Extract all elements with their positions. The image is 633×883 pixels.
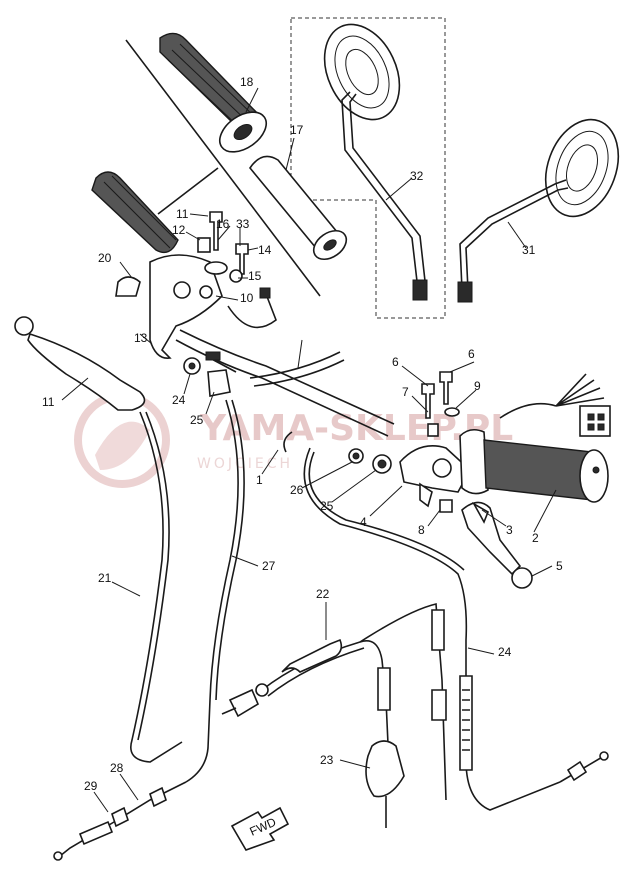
cable-27 xyxy=(185,399,239,783)
cable-21 xyxy=(130,411,183,763)
mirror-kit-boundary xyxy=(290,17,446,319)
wire-33 xyxy=(249,351,341,379)
callout-18: 17 xyxy=(290,123,304,137)
callout-2: 2 xyxy=(532,531,539,545)
watermark-subtext: WOJCIECH xyxy=(197,456,293,472)
callout-17: 16 xyxy=(216,217,230,231)
small-parts-left xyxy=(197,211,277,329)
callout-6-right: 6 xyxy=(468,347,475,361)
cable-joint xyxy=(221,683,269,718)
callout-20: 20 xyxy=(98,251,112,265)
callout-24: 24 xyxy=(498,645,512,659)
grip-group-leader xyxy=(157,167,219,215)
callout-11: 11 xyxy=(42,395,55,409)
callout-12: 11 xyxy=(176,207,189,221)
callout-26-lower: 26 xyxy=(290,483,304,497)
callout-25-upper: 24 xyxy=(172,393,186,407)
callout-23: 23 xyxy=(320,753,334,767)
callout-26-upper: 25 xyxy=(190,413,204,427)
callout-29: 29 xyxy=(84,779,98,793)
callout-19: 18 xyxy=(240,75,254,89)
adjusters-upper xyxy=(183,351,231,397)
callout-22: 22 xyxy=(316,587,330,601)
mirror-30 xyxy=(457,118,620,303)
callout-1: 1 xyxy=(256,473,263,487)
callout-4: 4 xyxy=(360,515,367,529)
mirror-31 xyxy=(323,23,428,301)
callout-5: 5 xyxy=(556,559,563,573)
right-switch-housing xyxy=(399,445,472,508)
lever-11 xyxy=(14,316,146,411)
callout-28: 28 xyxy=(110,761,124,775)
grip-group-line xyxy=(125,39,321,297)
left-switch-housing xyxy=(115,254,223,359)
fwd-direction-marker: FWD xyxy=(230,806,290,851)
small-parts-right xyxy=(421,371,460,513)
callout-9: 9 xyxy=(474,379,481,393)
cable-end-28-29 xyxy=(53,781,187,861)
right-wires xyxy=(499,373,611,437)
watermark-logo-mark xyxy=(95,421,150,470)
callout-14: 13 xyxy=(134,331,148,345)
grip-19 xyxy=(159,32,267,153)
left-grip xyxy=(91,171,179,254)
cable-24 xyxy=(303,447,561,811)
callout-15: 14 xyxy=(258,243,272,257)
cable-22 xyxy=(261,603,447,801)
callout-27: 27 xyxy=(262,559,276,573)
grip-18 xyxy=(249,155,348,261)
callout-25-lower: 25 xyxy=(320,499,334,513)
callout-13: 12 xyxy=(172,223,186,237)
callout-6-left: 6 xyxy=(392,355,399,369)
callout-32: 33 xyxy=(236,217,250,231)
right-grip-2 xyxy=(459,428,609,503)
callout-21: 21 xyxy=(98,571,112,585)
junction-23 xyxy=(365,740,405,828)
callout-10: 10 xyxy=(240,291,254,305)
adjusters-lower xyxy=(348,448,392,474)
lever-5 xyxy=(461,501,533,589)
callout-30: 31 xyxy=(522,243,536,257)
callout-8: 8 xyxy=(418,523,425,537)
callout-16: 15 xyxy=(248,269,262,283)
callout-labels: 18 17 32 31 11 12 16 33 14 15 20 10 13 1… xyxy=(42,75,563,793)
leader-lines xyxy=(61,87,557,813)
callout-7: 7 xyxy=(402,385,409,399)
callout-3: 3 xyxy=(506,523,513,537)
callout-31: 32 xyxy=(410,169,424,183)
